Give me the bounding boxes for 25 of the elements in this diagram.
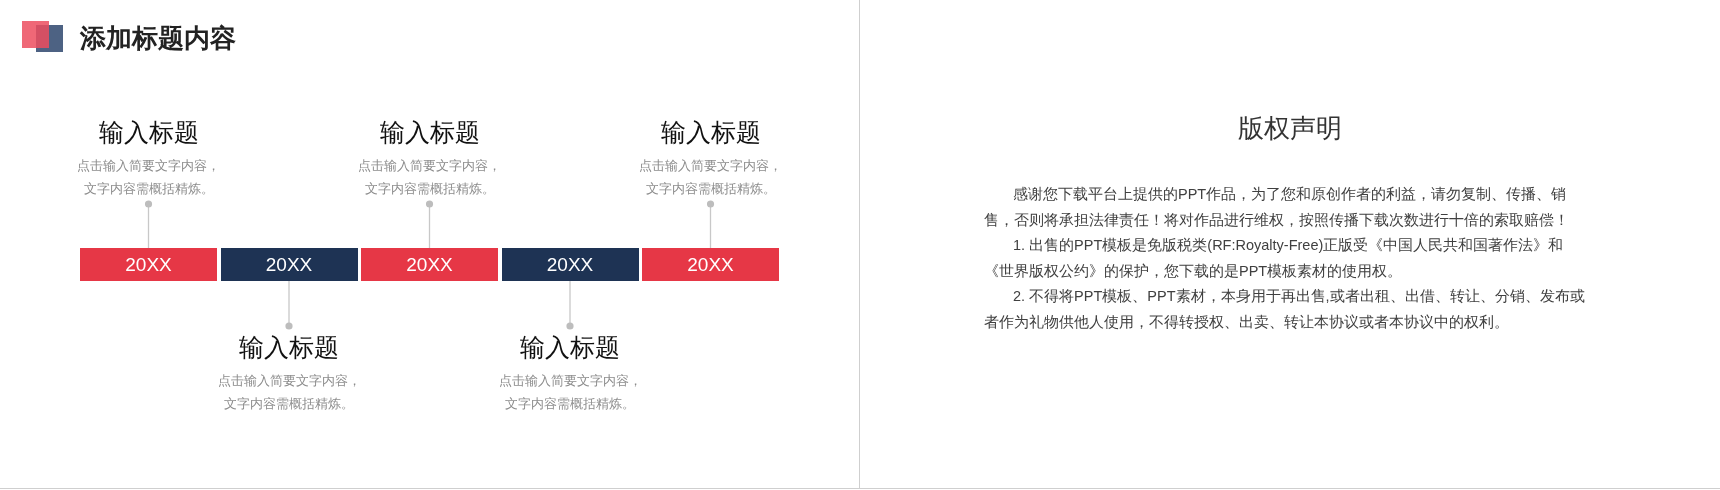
paragraph: 感谢您下载平台上提供的PPT作品，为了您和原创作者的利益，请勿复制、传播、销售，否则将承担法律责任！将对作品进行维权，按照传播下载次数进行十倍的索取赔偿！	[984, 185, 1570, 230]
page-title: 添加标题内容	[80, 22, 236, 55]
timeline-description: 点击输入简要文字内容，文字内容需概括精炼。	[497, 372, 643, 413]
timeline-heading: 输入标题	[520, 333, 620, 363]
timeline-description: 点击输入简要文字内容，文字内容需概括精炼。	[216, 372, 362, 413]
paragraph: 2. 不得将PPT模板、PPT素材，本身用于再出售,或者出租、出借、转让、分销、发布或者作为礼物供他人使用，不得转授权、出卖、转让本协议或者本协议中的权利。	[984, 287, 1586, 332]
year-bar: 20XX	[361, 248, 498, 281]
year-bar: 20XX	[80, 248, 217, 281]
year-bar: 20XX	[642, 248, 779, 281]
leader-line	[144, 200, 153, 249]
timeline-description: 点击输入简要文字内容，文字内容需概括精炼。	[357, 157, 502, 198]
leader-line	[566, 280, 574, 330]
year-bar: 20XX	[220, 248, 358, 281]
timeline-heading: 输入标题	[660, 118, 761, 148]
timeline-description: 点击输入简要文字内容，文字内容需概括精炼。	[76, 157, 221, 198]
paragraph: 1. 出售的PPT模板是免版税类(RF:Royalty-Free)正版受《中国人民共和国著作法》和《世界版权公约》的保护，您下载的是PPT模板素材的使用权。	[984, 236, 1565, 281]
timeline-heading: 输入标题	[98, 118, 199, 148]
section-heading: 版权声明	[1237, 112, 1343, 145]
leader-line	[706, 200, 715, 249]
leader-line	[285, 280, 293, 330]
year-bar: 20XX	[501, 248, 639, 281]
timeline-description: 点击输入简要文字内容，文字内容需概括精炼。	[638, 157, 783, 198]
leader-line	[425, 200, 434, 249]
timeline-heading: 输入标题	[379, 118, 480, 148]
timeline-heading: 输入标题	[239, 333, 339, 363]
